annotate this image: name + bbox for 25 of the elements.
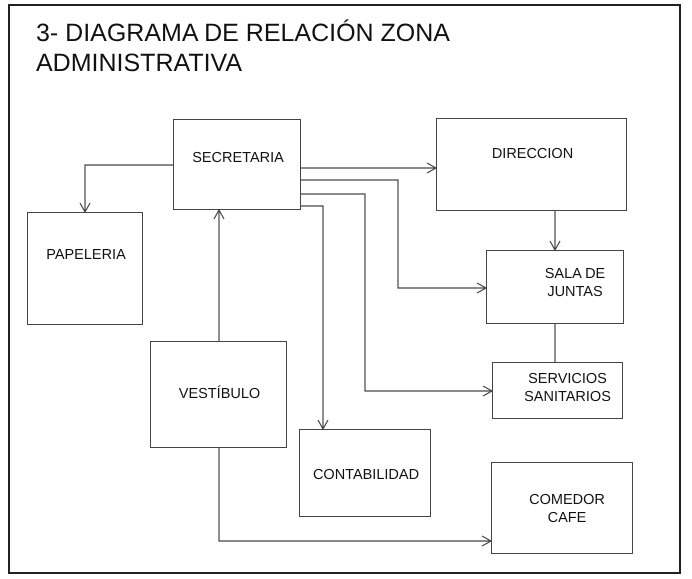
- room-label: DIRECCION: [490, 145, 574, 163]
- room-label: COMEDOR CAFE: [528, 491, 606, 527]
- connector-arrow: [79, 164, 173, 213]
- room-label: CONTABILIDAD: [312, 466, 420, 484]
- connector-arrow: [218, 448, 492, 547]
- room-box: [491, 462, 633, 554]
- room-box: [173, 119, 301, 210]
- room-box: [150, 341, 287, 448]
- room-box: [27, 212, 143, 325]
- diagram-title: 3- DIAGRAMA DE RELACIÓN ZONA ADMINISTRATIVA: [36, 18, 450, 78]
- room-box: [299, 429, 431, 517]
- connector-arrow: [213, 209, 225, 341]
- room-box: [492, 362, 623, 419]
- connector-arrow: [549, 211, 561, 251]
- room-label: SECRETARIA: [191, 149, 285, 167]
- room-label: SALA DE JUNTAS: [544, 265, 606, 301]
- room-box: [436, 118, 627, 211]
- room-box: [486, 250, 624, 324]
- connector-arrow: [301, 205, 329, 430]
- connector-arrow: [301, 193, 493, 397]
- room-label: PAPELERIA: [45, 246, 127, 264]
- room-label: SERVICIOS SANITARIOS: [523, 370, 612, 406]
- room-label: VESTÍBULO: [178, 385, 262, 403]
- connector-arrow: [301, 179, 487, 294]
- connector-arrow: [301, 162, 437, 174]
